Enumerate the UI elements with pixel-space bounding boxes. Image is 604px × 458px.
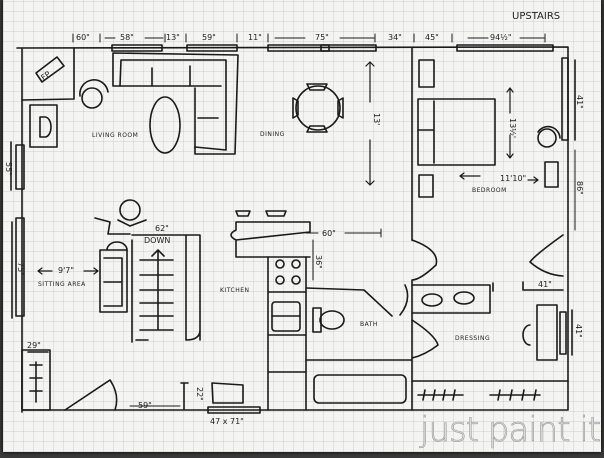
entry-door: [64, 379, 118, 411]
dim-left-window-lower: 75": [16, 262, 25, 276]
staircase: [131, 234, 201, 343]
sitting-dimension-arrow: [37, 267, 99, 275]
graph-paper: UPSTAIRS 60" 58" 13" 59" 11" 75" 34" 45"…: [3, 0, 601, 452]
kitchen-counter: [230, 210, 311, 411]
room-label-bath: BATH: [360, 321, 378, 328]
bottom-small-dimension: [180, 382, 189, 410]
dim-label: 58": [120, 33, 134, 42]
fireplace: [21, 47, 75, 101]
armchair: [79, 79, 109, 109]
bathtub: [313, 374, 407, 404]
dim-right-window-lower: 41": [574, 324, 583, 338]
dim-left-cabinet: 29": [27, 341, 41, 350]
kitchen-sink: [271, 301, 301, 332]
right-window-upper: [561, 57, 576, 141]
dim-label: 60": [76, 33, 90, 42]
dressing-desk: [522, 304, 558, 361]
room-label-kitchen: KITCHEN: [220, 287, 250, 294]
dim-bottom-small: 22": [195, 387, 204, 401]
tv-console: [29, 104, 58, 148]
sitting-sofa: [99, 241, 128, 313]
sectional-sofa: [112, 52, 239, 155]
nightstands: [418, 59, 435, 198]
dim-label: 13": [166, 33, 180, 42]
vanity: [411, 282, 494, 314]
ottoman: [149, 96, 181, 154]
dining-dimension-arrow: [365, 61, 375, 186]
kitchen-range: [275, 259, 301, 285]
floor-plan: UPSTAIRS 60" 58" 13" 59" 11" 75" 34" 45"…: [4, 11, 601, 450]
room-label-dressing: DRESSING: [455, 335, 490, 342]
bedroom-chair: [537, 125, 561, 148]
sitting-chair: [94, 199, 147, 235]
watermark: just paint it: [419, 410, 600, 450]
bottom-window: [207, 382, 261, 414]
kitchen-dimension-lines: [305, 228, 382, 281]
dim-right-wall: 86": [575, 181, 584, 195]
dim-bottom-window: 47 x 71": [210, 417, 244, 426]
dim-bottom-wall: 59": [138, 401, 152, 410]
closet-rods: [411, 380, 569, 401]
dim-label: 94½": [490, 33, 512, 42]
dim-bedroom-width: 11'10": [500, 174, 526, 183]
room-label-dining: DINING: [260, 131, 285, 138]
dim-closet: 41": [538, 280, 552, 289]
dim-label: 34": [388, 33, 402, 42]
dim-label: 59": [202, 33, 216, 42]
bedroom-dimension-arrows: [459, 87, 539, 184]
top-dimension-labels: 60" 58" 13" 59" 11" 75" 34" 45" 94½": [76, 33, 512, 42]
toilet: [312, 307, 345, 333]
dim-label: 75": [315, 33, 329, 42]
top-dimension-lines: [72, 33, 546, 43]
dim-left-window-upper: 55": [4, 162, 13, 176]
room-label-bedroom: BEDROOM: [472, 187, 507, 194]
dim-stair-width: 62": [155, 224, 169, 233]
top-windows: [111, 44, 554, 241]
closet-door: [522, 234, 564, 291]
left-window-upper: [10, 141, 25, 191]
left-window-lower: [11, 217, 25, 319]
dim-label: 11": [248, 33, 262, 42]
bath-walls: [305, 239, 438, 411]
dim-label: 45": [425, 33, 439, 42]
dim-right-window-upper: 41": [575, 95, 584, 109]
outer-walls: [16, 46, 569, 413]
bedroom-desk: [544, 161, 559, 188]
stairs-down-label: DOWN: [144, 236, 170, 245]
dim-bedroom-length: 13½': [508, 118, 517, 138]
title: UPSTAIRS: [512, 11, 560, 22]
right-window-lower: [559, 309, 573, 356]
dining-table: [292, 83, 344, 133]
dim-kitchen-counter: 60": [322, 229, 336, 238]
room-label-sitting-1: SITTING AREA: [38, 281, 86, 288]
left-cabinet: [21, 349, 51, 411]
dim-kitchen-depth: 36": [314, 255, 323, 269]
bed: [417, 98, 496, 166]
dressing-doors: [411, 319, 439, 359]
room-label-living: LIVING ROOM: [92, 132, 138, 139]
dim-sitting-width: 9'7": [58, 266, 74, 275]
dim-dining-length: 13': [372, 113, 381, 125]
